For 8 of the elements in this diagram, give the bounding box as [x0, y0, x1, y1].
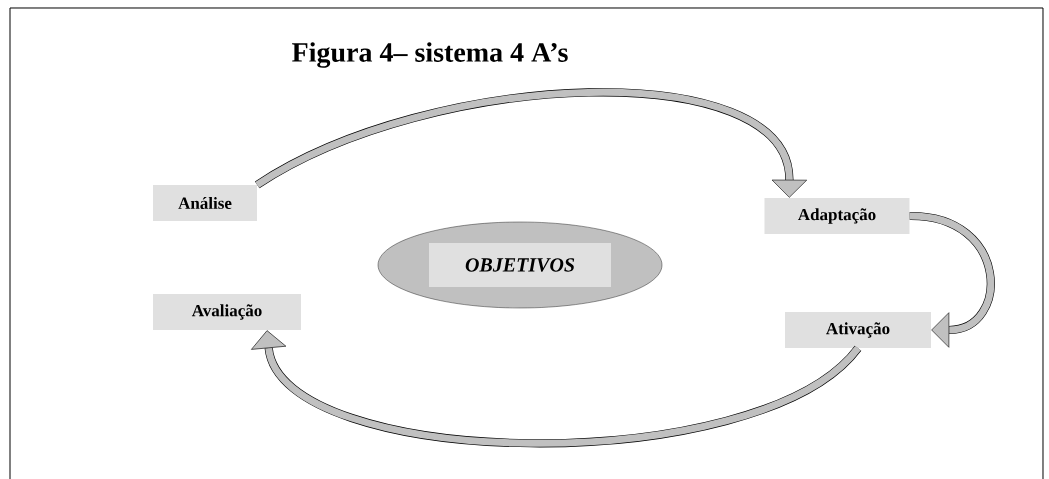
curved-block-arrow — [909, 211, 995, 348]
label-box: Análise — [153, 185, 257, 221]
curved-block-arrow — [255, 88, 807, 198]
label-box: Avaliação — [153, 294, 301, 330]
label-box: Adaptação — [764, 198, 910, 234]
curved-block-arrow — [251, 330, 861, 448]
label-box: Ativação — [785, 312, 931, 348]
title: Figura 4– sistema 4 A’s — [292, 42, 568, 68]
